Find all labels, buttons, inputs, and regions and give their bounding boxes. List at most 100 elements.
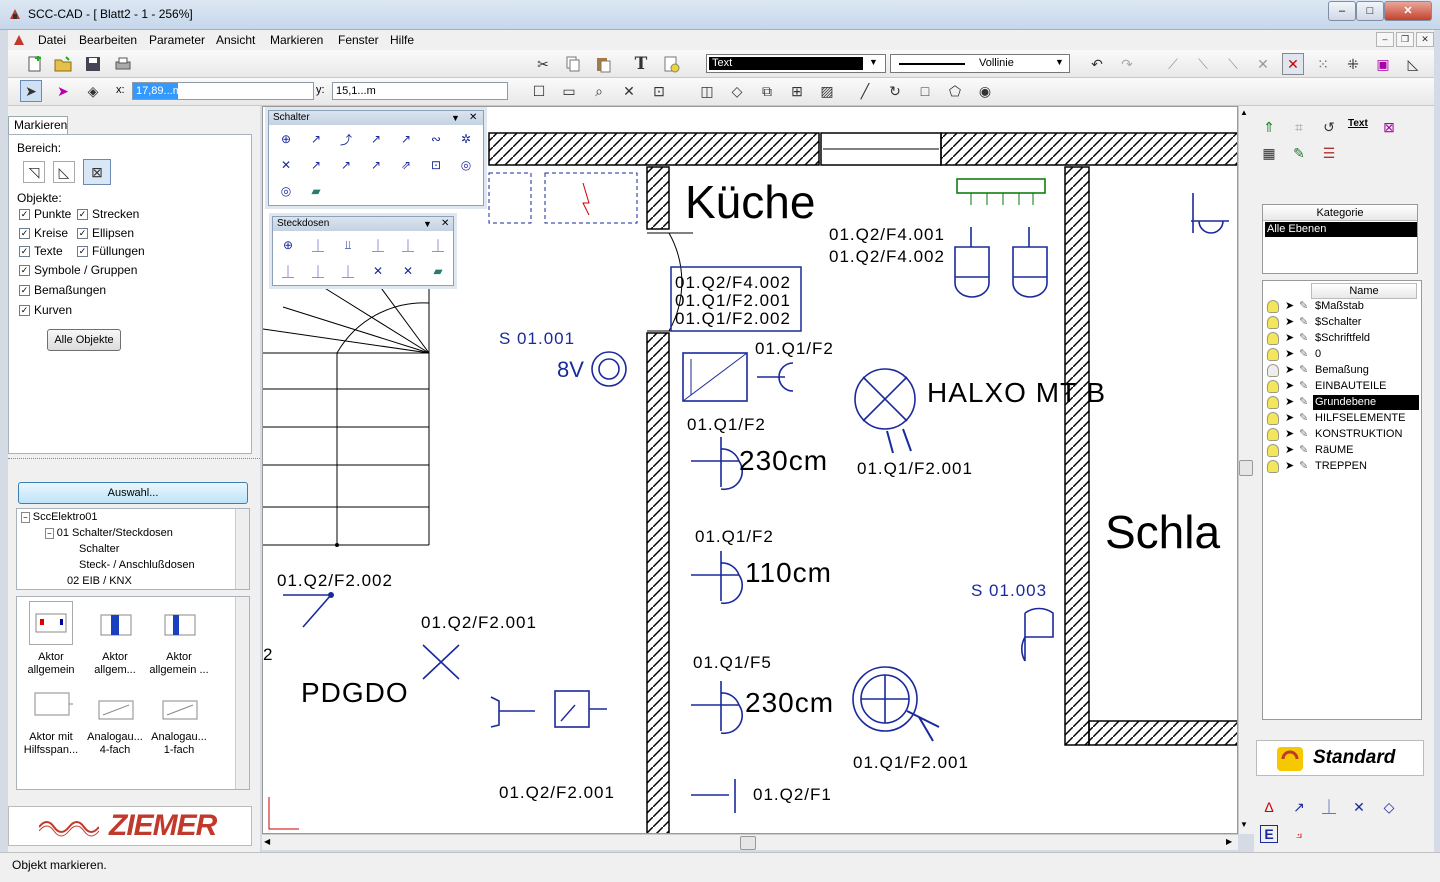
menu-parameter[interactable]: Parameter: [149, 33, 206, 47]
pointer-icon[interactable]: ➤: [1285, 332, 1295, 344]
lightbulb-icon[interactable]: [1267, 348, 1279, 361]
pointer-icon[interactable]: ➤: [1285, 380, 1295, 392]
grid-dots-icon[interactable]: ⁙: [1317, 55, 1329, 72]
open-folder-icon[interactable]: [52, 53, 74, 75]
pointer-icon[interactable]: ➤: [1285, 412, 1295, 424]
auswahl-button[interactable]: Auswahl...: [18, 482, 248, 504]
layer-row[interactable]: ➤✎0: [1265, 347, 1421, 363]
maximize-button[interactable]: □: [1356, 1, 1384, 21]
snap-cross-icon[interactable]: ✕: [1353, 798, 1365, 815]
checkbox[interactable]: ✓: [77, 209, 88, 221]
pen-icon[interactable]: ✎: [1299, 364, 1309, 376]
check-ellipsen[interactable]: ✓Ellipsen: [77, 226, 134, 240]
layer-row[interactable]: ➤✎$Schriftfeld: [1265, 331, 1421, 347]
pen-icon[interactable]: ✎: [1299, 412, 1309, 424]
pointer-icon[interactable]: ➤: [1285, 300, 1295, 312]
layer-row[interactable]: ➤✎$Schalter: [1265, 315, 1421, 331]
menu-datei[interactable]: Datei: [38, 33, 67, 47]
check-bemassungen[interactable]: ✓Bemaßungen: [19, 283, 106, 297]
menu-fenster[interactable]: Fenster: [338, 33, 379, 47]
properties-icon[interactable]: [660, 53, 682, 75]
checkbox[interactable]: ✓: [77, 228, 88, 240]
pointer-icon[interactable]: ➤: [1285, 396, 1295, 408]
symbol-aktor-2-preview[interactable]: [95, 611, 139, 641]
line-tool-icon[interactable]: ╱: [860, 82, 870, 99]
chevron-down-icon[interactable]: ▼: [451, 113, 460, 123]
zoom-icon[interactable]: ⌕: [595, 82, 603, 99]
drawing-canvas[interactable]: Küche Schla 01.Q2/F4.001 01.Q2/F4.002 01…: [262, 106, 1238, 834]
array-icon[interactable]: ⊞: [791, 82, 803, 99]
frame-icon[interactable]: ▣: [1376, 55, 1390, 72]
tree-item-schalter-steckdosen[interactable]: − 01 Schalter/Steckdosen: [45, 527, 173, 539]
lightbulb-icon[interactable]: [1267, 364, 1279, 377]
socket-cross-icon[interactable]: ✕: [402, 264, 414, 278]
switch-single-icon[interactable]: ↗: [310, 132, 322, 146]
lightbulb-icon[interactable]: [1267, 380, 1279, 393]
tree-item-eib[interactable]: 02 EIB / KNX: [67, 575, 132, 587]
switch-dimmer-icon[interactable]: ↗: [400, 132, 412, 146]
symbol-aktor-hilfsspan-preview[interactable]: [31, 689, 75, 725]
rectangle-tool-icon[interactable]: □: [920, 83, 930, 99]
layer-tool-icon[interactable]: ⇑: [1263, 118, 1275, 135]
scroll-thumb[interactable]: [740, 836, 756, 850]
tab-markieren[interactable]: Markieren: [8, 116, 68, 134]
curve-tool-icon[interactable]: ↻: [889, 82, 901, 99]
switch-crossover-icon[interactable]: ✕: [280, 158, 292, 172]
tree-item-steckdosen[interactable]: Steck- / Anschlußdosen: [79, 559, 195, 571]
mdi-restore-button[interactable]: ❐: [1396, 32, 1414, 47]
scroll-left-icon[interactable]: ◀: [264, 837, 271, 846]
alle-objekte-button[interactable]: Alle Objekte: [47, 329, 121, 351]
menu-bearbeiten[interactable]: Bearbeiten: [79, 33, 138, 47]
switch-series-icon[interactable]: ↗: [370, 132, 382, 146]
break-icon[interactable]: ⟍: [1228, 55, 1238, 72]
layer-row[interactable]: ➤✎$Maßstab: [1265, 299, 1421, 315]
symbol-aktor-allgemein-preview[interactable]: [29, 601, 73, 645]
cut-icon[interactable]: ✂: [537, 55, 549, 72]
snap-point-icon[interactable]: ◈: [87, 82, 99, 99]
pointer-icon[interactable]: ➤: [20, 80, 42, 102]
y-coordinate-input[interactable]: [332, 82, 508, 100]
socket-switched-icon[interactable]: ✕: [372, 264, 384, 278]
checkbox[interactable]: ✓: [19, 265, 30, 277]
scroll-thumb[interactable]: [1239, 460, 1253, 476]
minimize-button[interactable]: –: [1328, 1, 1356, 21]
trim-icon[interactable]: ⟋: [1168, 55, 1178, 72]
switch-timer-icon[interactable]: ↗: [370, 158, 382, 172]
paste-icon[interactable]: [592, 53, 614, 75]
menu-ansicht[interactable]: Ansicht: [216, 33, 256, 47]
grid-snap-icon[interactable]: ⁜: [1347, 55, 1359, 72]
horizontal-scrollbar[interactable]: ◀ ▶: [262, 834, 1238, 850]
menu-hilfe[interactable]: Hilfe: [390, 33, 415, 47]
pointer-icon[interactable]: ➤: [1285, 348, 1295, 360]
checkbox[interactable]: ✓: [19, 246, 30, 258]
socket-cee-icon[interactable]: ⏊: [311, 264, 324, 279]
snap-endpoint-icon[interactable]: Δ: [1264, 799, 1274, 815]
socket-five-icon[interactable]: ⏊: [431, 238, 444, 253]
check-texte[interactable]: ✓Texte: [19, 244, 63, 258]
lightbulb-icon[interactable]: [1267, 428, 1279, 441]
angle-icon[interactable]: ◺: [1407, 55, 1419, 72]
switch-multi-icon[interactable]: ✲: [460, 132, 472, 146]
check-kurven[interactable]: ✓Kurven: [19, 303, 72, 317]
socket-3n-icon[interactable]: ⏊: [281, 264, 294, 279]
pointer-icon[interactable]: ➤: [1285, 460, 1295, 472]
tree-item-schalter[interactable]: Schalter: [79, 543, 120, 555]
checkbox[interactable]: ✓: [77, 246, 88, 258]
switch-cross-icon[interactable]: ∾: [430, 132, 442, 146]
line-style-select[interactable]: Vollinie ▼: [890, 54, 1070, 73]
mdi-close-button[interactable]: ✕: [1416, 32, 1434, 47]
snap-curve-icon[interactable]: ↗: [1293, 798, 1305, 815]
switch-key-icon[interactable]: ⇗: [400, 158, 412, 172]
layer-row[interactable]: ➤✎TREPPEN: [1265, 459, 1421, 475]
panel-splitter[interactable]: [8, 458, 260, 462]
snap-angle-icon[interactable]: ⟓: [1295, 824, 1303, 841]
frame-tool-icon[interactable]: ⊠: [1383, 118, 1395, 135]
switch-zoom-icon[interactable]: ⊕: [280, 132, 292, 146]
checkbox[interactable]: ✓: [19, 285, 30, 297]
save-icon[interactable]: [82, 53, 104, 75]
new-file-icon[interactable]: [24, 53, 46, 75]
switch-bell-icon[interactable]: ◎: [460, 158, 472, 172]
tree-scrollbar[interactable]: [235, 509, 249, 589]
book-icon[interactable]: ▰: [433, 264, 443, 278]
text-icon[interactable]: Text: [1348, 118, 1368, 129]
